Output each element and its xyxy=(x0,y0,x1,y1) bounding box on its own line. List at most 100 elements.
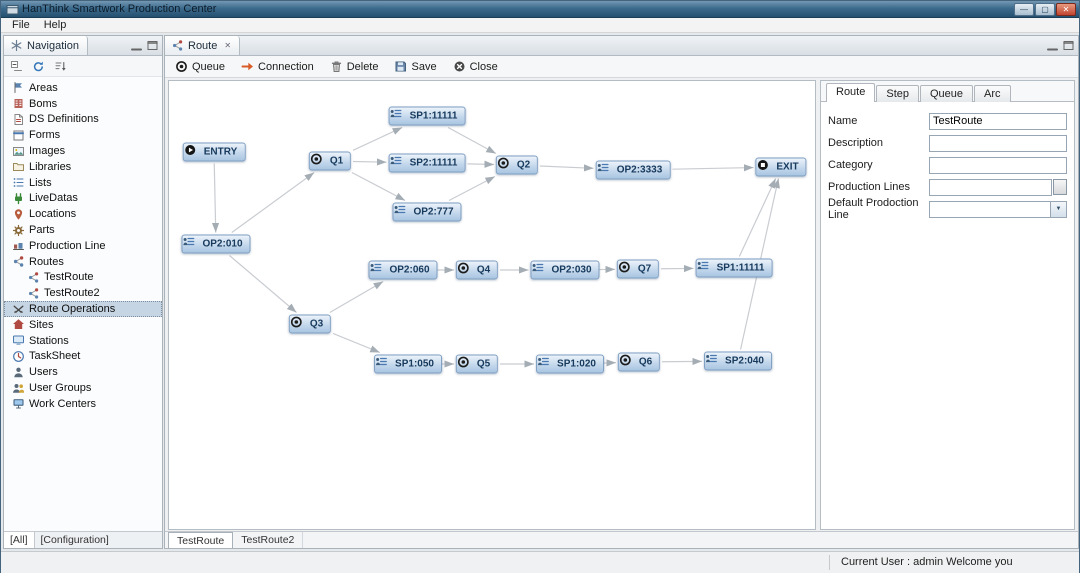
diagram-edges xyxy=(211,126,780,368)
node-q1[interactable]: Q1 xyxy=(308,151,352,171)
tree-item-areas[interactable]: Areas xyxy=(4,80,162,96)
route-editor-tab[interactable]: Route ✕ xyxy=(165,36,241,55)
tree-item-parts[interactable]: Parts xyxy=(4,222,162,238)
node-q6[interactable]: Q6 xyxy=(617,352,661,372)
tree-item-route-operations[interactable]: Route Operations xyxy=(4,301,162,317)
node-q5[interactable]: Q5 xyxy=(455,354,499,374)
collapse-all-button[interactable] xyxy=(7,58,25,75)
field-label: Category xyxy=(828,159,873,171)
node-q7[interactable]: Q7 xyxy=(616,259,660,279)
tree-item-work-centers[interactable]: Work Centers xyxy=(4,396,162,412)
close-button[interactable]: Close xyxy=(449,58,502,75)
node-q2[interactable]: Q2 xyxy=(495,155,539,175)
tree-item-routes[interactable]: Routes xyxy=(4,254,162,270)
navigation-toolbar xyxy=(4,56,162,77)
node-entry[interactable]: ENTRY xyxy=(182,142,246,162)
menu-help[interactable]: Help xyxy=(43,19,67,31)
tree-item-lists[interactable]: Lists xyxy=(4,175,162,191)
libraries-icon xyxy=(12,160,25,173)
node-sp2-040[interactable]: SP2:040 xyxy=(704,351,772,371)
collapse-all-icon xyxy=(10,60,23,73)
tree-item-sites[interactable]: Sites xyxy=(4,317,162,333)
properties-tab-arc[interactable]: Arc xyxy=(974,85,1011,102)
editor-bottom-tab-testroute[interactable]: TestRoute xyxy=(168,532,234,548)
properties-tab-route[interactable]: Route xyxy=(826,83,876,102)
node-sp2-11111[interactable]: SP2:11111 xyxy=(388,153,466,173)
node-op2-060[interactable]: OP2:060 xyxy=(368,260,438,280)
chevron-down-icon[interactable]: ▼ xyxy=(1050,201,1066,217)
node-op2-010[interactable]: OP2:010 xyxy=(181,234,251,254)
field-default-prodoction-line-select[interactable]: ▼ xyxy=(929,200,1067,218)
delete-icon xyxy=(330,60,343,73)
node-op2-030[interactable]: OP2:030 xyxy=(530,260,600,280)
maximize-button[interactable]: ▢ xyxy=(1035,2,1055,16)
save-button[interactable]: Save xyxy=(390,58,440,75)
lists-icon xyxy=(12,176,25,189)
tree-item-label: Forms xyxy=(29,129,61,142)
users-icon xyxy=(12,366,25,379)
nav-bottom-tab-all[interactable]: [All] xyxy=(4,532,35,548)
sort-button[interactable] xyxy=(51,58,69,75)
tree-item-ds-definitions[interactable]: DS Definitions xyxy=(4,112,162,128)
minimize-view-icon[interactable] xyxy=(130,39,143,52)
maximize-view-icon[interactable] xyxy=(146,39,159,52)
menu-file[interactable]: File xyxy=(12,19,30,31)
properties-form: NameDescriptionCategoryProduction LinesD… xyxy=(821,102,1074,221)
queue-button[interactable]: Queue xyxy=(171,58,229,75)
tree-item-forms[interactable]: Forms xyxy=(4,127,162,143)
field-description-input[interactable] xyxy=(929,134,1067,152)
field-name-input[interactable] xyxy=(929,112,1067,130)
node-op2-777[interactable]: OP2:777 xyxy=(392,202,462,222)
tree-item-production-line[interactable]: Production Line xyxy=(4,238,162,254)
tree-item-stations[interactable]: Stations xyxy=(4,333,162,349)
tree-item-testroute[interactable]: TestRoute xyxy=(4,270,162,286)
editor-bottom-tab-testroute2[interactable]: TestRoute2 xyxy=(233,532,304,548)
close-button[interactable]: ✕ xyxy=(1056,2,1076,16)
step-icon xyxy=(532,263,548,277)
node-label: Q7 xyxy=(637,263,652,275)
properties-tab-step[interactable]: Step xyxy=(876,85,919,102)
node-op2-3333[interactable]: OP2:3333 xyxy=(595,160,671,180)
sites-icon xyxy=(12,318,25,331)
menubar: File Help xyxy=(1,18,1079,33)
step-icon xyxy=(375,357,392,371)
maximize-view-icon[interactable] xyxy=(1062,39,1075,52)
node-sp1-11111-top[interactable]: SP1:11111 xyxy=(388,106,466,126)
node-q4[interactable]: Q4 xyxy=(455,260,499,280)
navigation-tab[interactable]: Navigation xyxy=(4,36,88,55)
save-icon xyxy=(394,60,407,73)
field-production-lines-browse-button[interactable] xyxy=(1053,179,1067,195)
tree-item-testroute2[interactable]: TestRoute2 xyxy=(4,285,162,301)
connection-button[interactable]: Connection xyxy=(237,58,318,75)
tree-item-locations[interactable]: Locations xyxy=(4,206,162,222)
tree-item-label: User Groups xyxy=(29,382,92,395)
node-label: Q2 xyxy=(516,159,531,171)
node-sp1-050[interactable]: SP1:050 xyxy=(374,354,442,374)
minimize-view-icon[interactable] xyxy=(1046,39,1059,52)
properties-tab-queue[interactable]: Queue xyxy=(920,85,974,102)
minimize-button[interactable]: — xyxy=(1014,2,1034,16)
refresh-button[interactable] xyxy=(29,58,47,75)
nav-bottom-tab-configuration[interactable]: [Configuration] xyxy=(40,534,109,546)
tree-item-libraries[interactable]: Libraries xyxy=(4,159,162,175)
node-exit[interactable]: EXIT xyxy=(755,157,807,177)
delete-button[interactable]: Delete xyxy=(326,58,383,75)
tree-item-boms[interactable]: Boms xyxy=(4,96,162,112)
tree-item-livedatas[interactable]: LiveDatas xyxy=(4,191,162,207)
node-sp1-020[interactable]: SP1:020 xyxy=(536,354,604,374)
tree-item-user-groups[interactable]: User Groups xyxy=(4,380,162,396)
tree-item-tasksheet[interactable]: TaskSheet xyxy=(4,349,162,365)
tree-item-label: TaskSheet xyxy=(29,350,81,363)
field-category-input[interactable] xyxy=(929,156,1067,174)
node-q3[interactable]: Q3 xyxy=(288,314,332,334)
step-icon xyxy=(394,205,410,219)
tree-item-users[interactable]: Users xyxy=(4,364,162,380)
tree-item-images[interactable]: Images xyxy=(4,143,162,159)
app-icon xyxy=(6,3,19,16)
route-icon xyxy=(27,287,40,300)
field-production-lines-input[interactable] xyxy=(929,178,1052,196)
tab-close-icon[interactable]: ✕ xyxy=(224,41,232,50)
node-sp1-11111-mid[interactable]: SP1:11111 xyxy=(695,258,773,278)
node-label: EXIT xyxy=(776,161,799,173)
